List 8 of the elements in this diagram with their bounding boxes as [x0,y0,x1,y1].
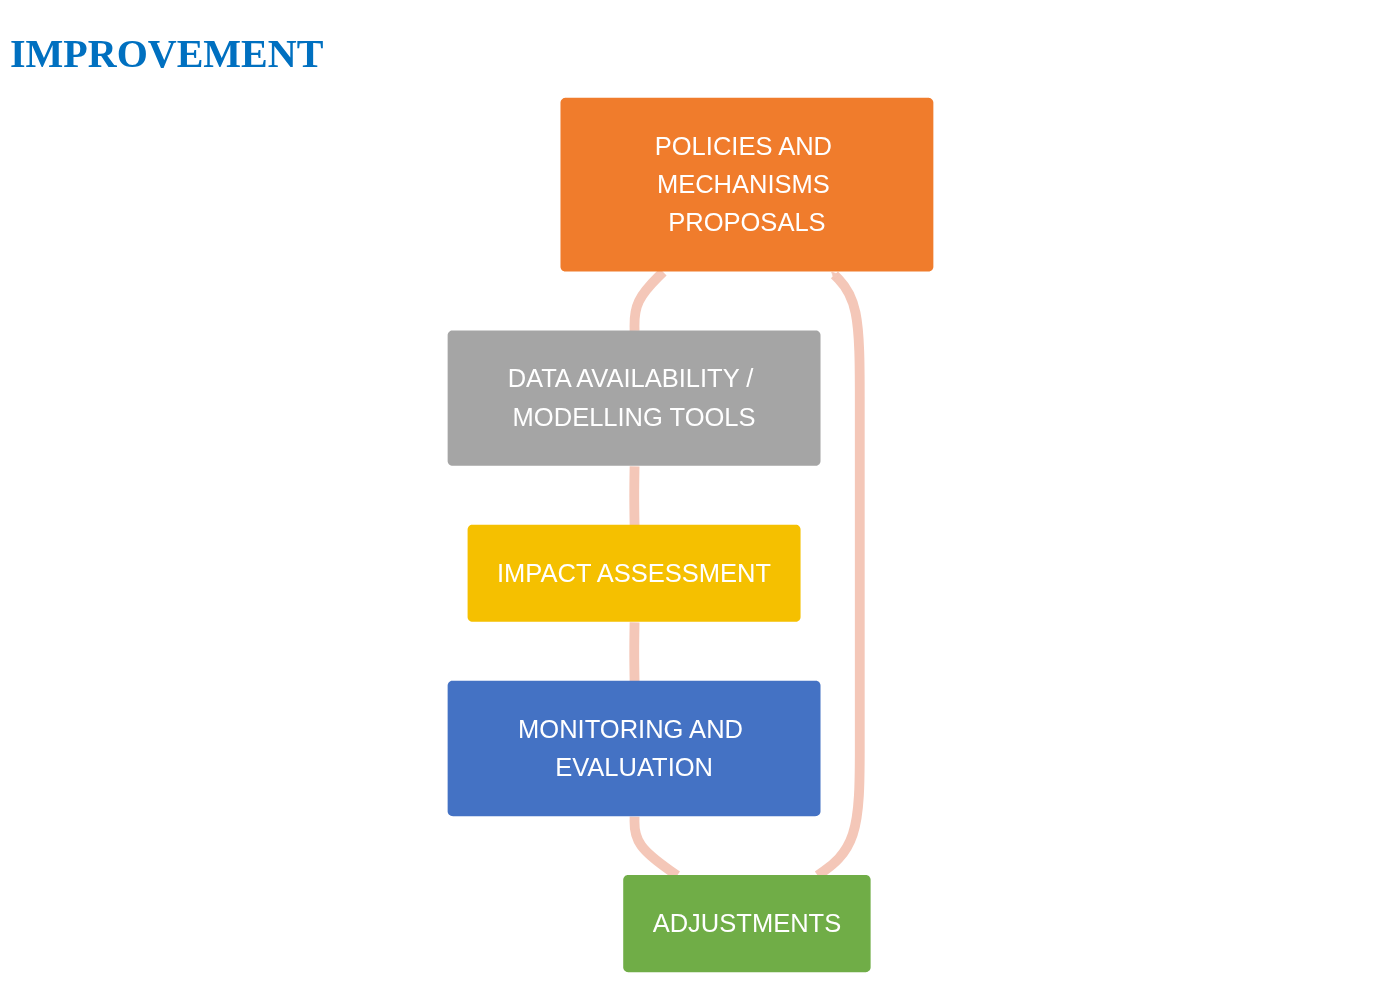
node-box: POLICIES AND MECHANISMS PROPOSALS [560,97,934,272]
connector [629,466,640,526]
connector [629,622,640,682]
title: IMPROVEMENT [10,30,324,77]
node-box: IMPACT ASSESSMENT [467,524,801,622]
node-box: MONITORING AND EVALUATION [447,680,821,817]
node-box: ADJUSTMENTS [623,875,871,973]
node-box: DATA AVAILABILITY / MODELLING TOOLS [447,330,821,466]
